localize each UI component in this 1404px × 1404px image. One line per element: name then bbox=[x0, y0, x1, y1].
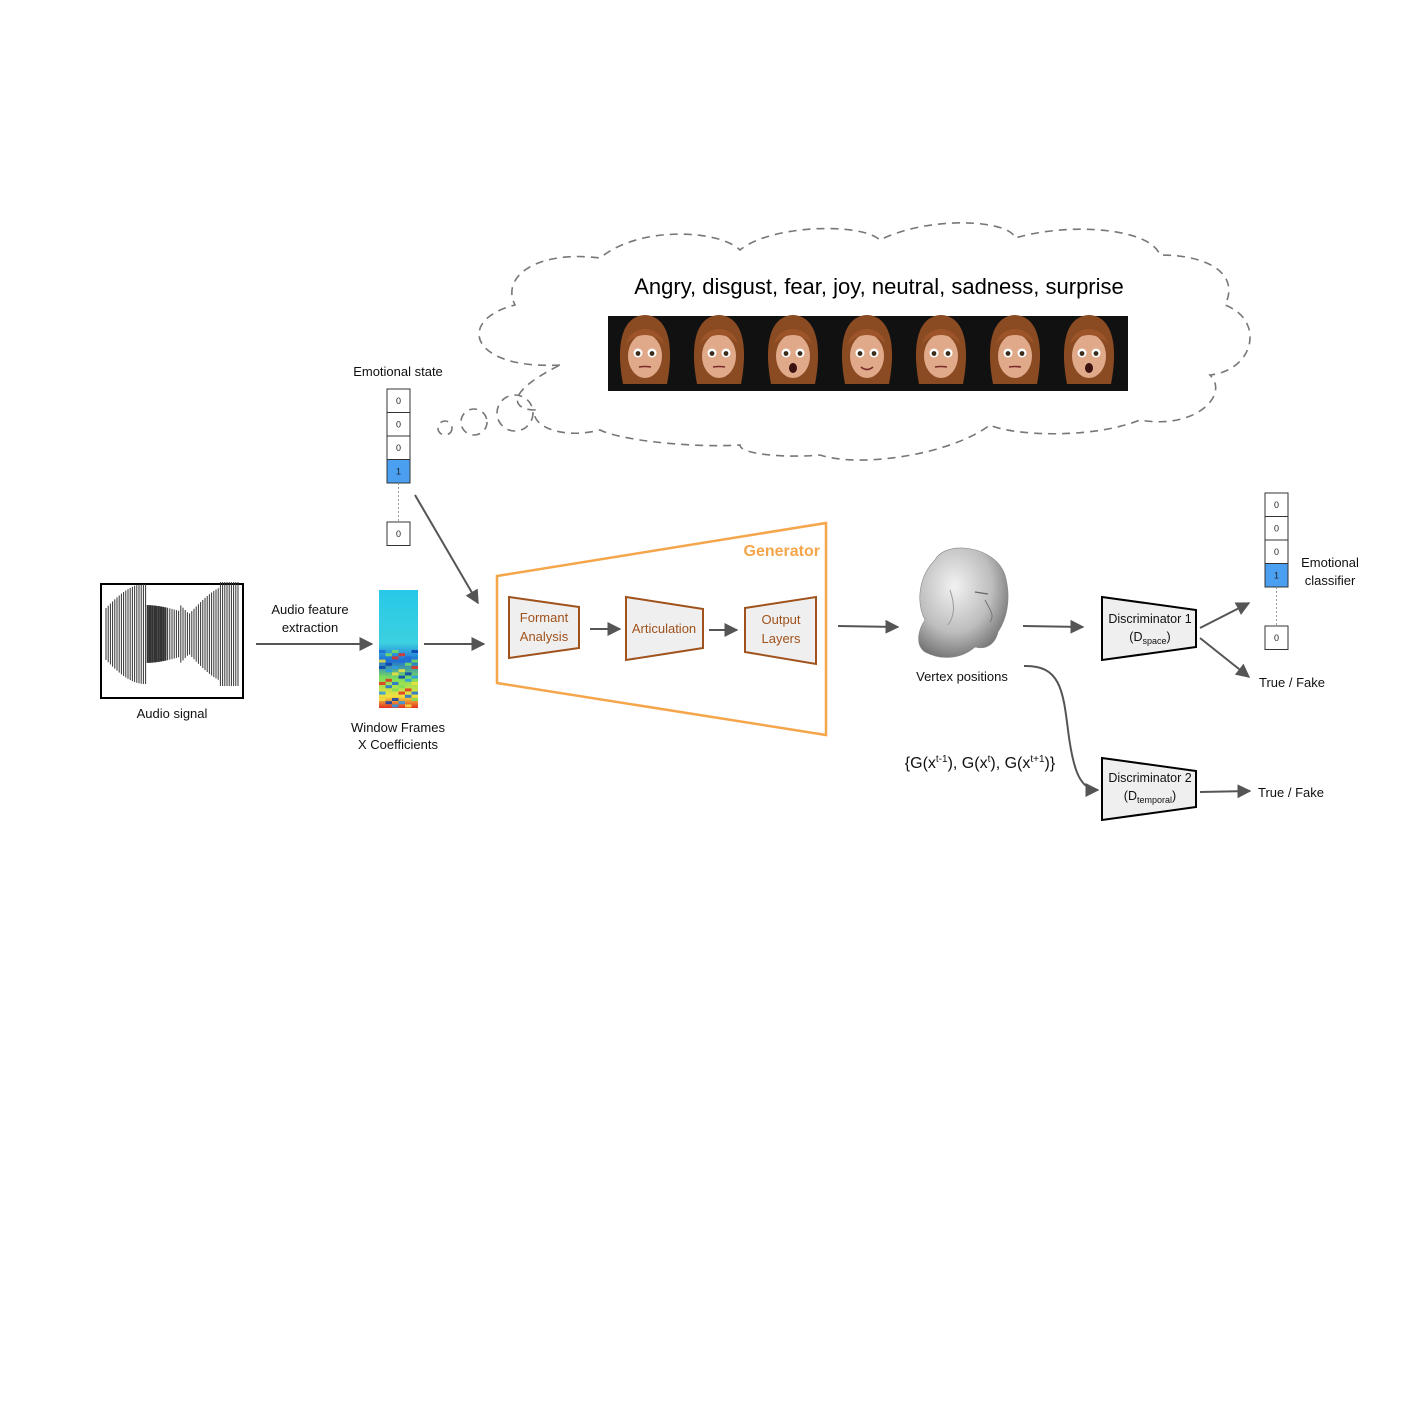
arrow-disc1-to-classifier bbox=[1199, 602, 1251, 629]
vector-cell bbox=[1264, 625, 1289, 650]
face-neutral-icon bbox=[915, 315, 967, 384]
window-frames-label-2: X Coefficients bbox=[358, 737, 438, 752]
arrow-emotion-to-generator bbox=[414, 494, 479, 605]
arrow-generator-to-vertex bbox=[837, 619, 900, 634]
vector-cell-value: 0 bbox=[1274, 547, 1279, 557]
vector-cell-value: 0 bbox=[396, 529, 401, 539]
head-mesh-icon bbox=[918, 547, 1009, 658]
articulation-block bbox=[625, 595, 704, 662]
window-frames-label-1: Window Frames bbox=[351, 720, 445, 735]
discriminator-2-block bbox=[1101, 756, 1197, 822]
vector-cell-value: 1 bbox=[1274, 570, 1279, 580]
face-angry-icon bbox=[619, 315, 671, 384]
spectrogram bbox=[379, 590, 418, 708]
generator-title: Generator bbox=[744, 543, 820, 560]
audio-signal-label: Audio signal bbox=[137, 706, 208, 721]
vector-cell bbox=[386, 521, 411, 546]
arrow-disc1-to-truefake bbox=[1199, 637, 1251, 678]
output-layers-block bbox=[744, 595, 817, 666]
articulation-label: Articulation bbox=[632, 621, 696, 636]
generator-block bbox=[495, 521, 828, 737]
emotional-state-label: Emotional state bbox=[353, 364, 443, 379]
emotional-state-vector: 0 0 0 1 0 bbox=[386, 388, 411, 546]
vector-cell-value: 1 bbox=[396, 466, 401, 476]
thought-cloud bbox=[437, 222, 1251, 461]
discriminator-1-block bbox=[1101, 595, 1197, 662]
true-fake-1-label: True / Fake bbox=[1259, 675, 1325, 690]
arrow-vertex-to-disc2 bbox=[1023, 664, 1100, 797]
vector-cell-value: 0 bbox=[396, 396, 401, 406]
classifier-vector: 0 0 0 1 0 bbox=[1264, 492, 1289, 650]
discriminator-1-sub: (Dspace) bbox=[1129, 630, 1170, 646]
formant-analysis-block bbox=[508, 595, 580, 660]
emotion-faces-strip bbox=[608, 315, 1128, 391]
emotions-text: Angry, disgust, fear, joy, neutral, sadn… bbox=[634, 274, 1124, 299]
output-label-1: Output bbox=[761, 612, 800, 627]
classifier-label-1: Emotional bbox=[1301, 555, 1359, 570]
vertex-positions-label: Vertex positions bbox=[916, 669, 1008, 684]
output-label-2: Layers bbox=[761, 631, 801, 646]
arrow-disc2-to-truefake bbox=[1199, 784, 1252, 799]
vector-cell-value: 0 bbox=[1274, 523, 1279, 533]
face-surprise-icon bbox=[1063, 315, 1115, 384]
discriminator-2-sub: (Dtemporal) bbox=[1124, 789, 1176, 805]
vector-cell-value: 0 bbox=[396, 419, 401, 429]
true-fake-2-label: True / Fake bbox=[1258, 785, 1324, 800]
face-sadness-icon bbox=[989, 315, 1041, 384]
audio-signal-box bbox=[100, 582, 244, 699]
waveform-icon bbox=[105, 582, 239, 686]
classifier-label-2: classifier bbox=[1305, 573, 1356, 588]
discriminator-2-label: Discriminator 2 bbox=[1108, 771, 1191, 785]
face-fear-icon bbox=[767, 315, 819, 384]
formant-label-2: Analysis bbox=[520, 629, 569, 644]
audio-feature-label-1: Audio feature bbox=[271, 602, 348, 617]
arrow-vertex-to-disc1 bbox=[1022, 619, 1085, 634]
vector-cell-value: 0 bbox=[1274, 633, 1279, 643]
temporal-set-label: {G(xt-1), G(xt), G(xt+1)} bbox=[905, 754, 1056, 772]
discriminator-1-label: Discriminator 1 bbox=[1108, 612, 1191, 626]
formant-label-1: Formant bbox=[520, 610, 569, 625]
vector-cell-value: 0 bbox=[1274, 500, 1279, 510]
vector-cell-value: 0 bbox=[396, 443, 401, 453]
face-joy-icon bbox=[841, 315, 893, 384]
audio-feature-label-2: extraction bbox=[282, 620, 338, 635]
face-disgust-icon bbox=[693, 315, 745, 384]
